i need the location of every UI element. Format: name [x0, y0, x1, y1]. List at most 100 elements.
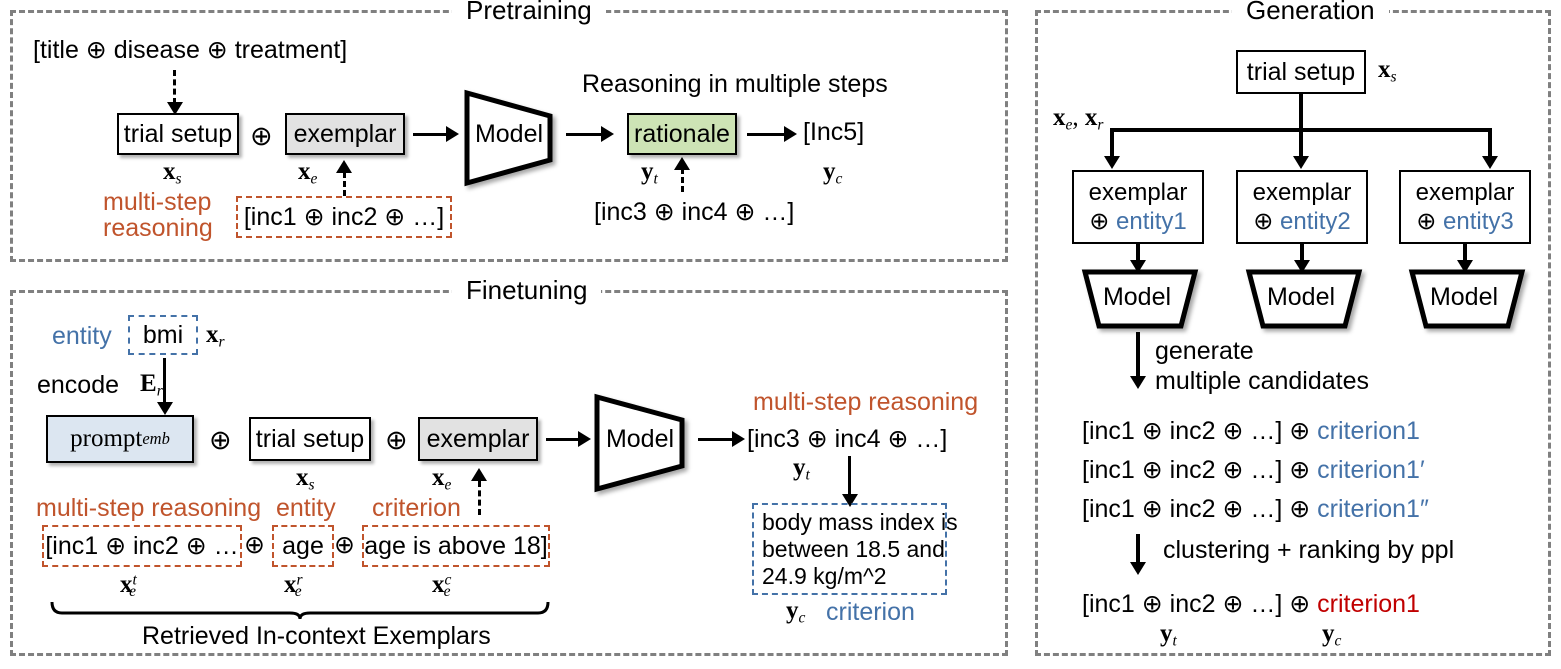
- generation-candidate-2-prefix: [inc1 ⊕ inc2 ⊕ …] ⊕: [1082, 456, 1318, 484]
- pretraining-trial-setup-box: trial setup: [117, 113, 239, 155]
- finetuning-output-symbol-c: yc: [786, 597, 806, 627]
- generation-exemplar-1-oplus: ⊕: [1089, 207, 1110, 235]
- generation-model-1: Model: [1077, 268, 1199, 329]
- finetuning-exemplar-dashed-line: [478, 481, 481, 515]
- finetuning-oplus-1: ⊕: [209, 425, 232, 455]
- pretraining-model: Model: [462, 88, 553, 187]
- finetuning-label-multistep: multi-step reasoning: [36, 494, 262, 522]
- generation-candidate-1-prefix: [inc1 ⊕ inc2 ⊕ …] ⊕: [1082, 417, 1318, 445]
- panel-pretraining-title: Pretraining: [452, 0, 606, 24]
- finetuning-brace-caption: Retrieved In-context Exemplars: [142, 622, 491, 650]
- generation-fanout-right: [1488, 128, 1492, 160]
- pretraining-exemplar-box: exemplar: [285, 113, 405, 155]
- finetuning-entity-label: entity: [52, 322, 112, 350]
- pretraining-input-text: [title ⊕ disease ⊕ treatment]: [33, 36, 348, 64]
- panel-generation-title: Generation: [1232, 0, 1389, 24]
- generation-candidate-3-prefix: [inc1 ⊕ inc2 ⊕ …] ⊕: [1082, 495, 1318, 523]
- generation-fanout-head-right: [1482, 156, 1498, 169]
- finetuning-segment-entity: age: [272, 525, 334, 567]
- generation-model-2-label: Model: [1266, 282, 1336, 311]
- finetuning-label-entity: entity: [276, 494, 336, 522]
- finetuning-output-incs: [inc3 ⊕ inc4 ⊕ …]: [747, 425, 948, 453]
- pretraining-rationale-dashed-line: [681, 168, 684, 192]
- pretraining-rationale-box: rationale: [627, 113, 737, 155]
- generation-final-symbol-c: yc: [1322, 620, 1342, 650]
- finetuning-encode-arrow-head: [157, 402, 173, 415]
- finetuning-arrow-model-out-head: [732, 431, 745, 447]
- generation-candidate-3: [inc1 ⊕ inc2 ⊕ …] ⊕ criterion1″: [1082, 495, 1429, 524]
- finetuning-model: Model: [592, 392, 685, 493]
- finetuning-criterion-line1: body mass index is: [762, 508, 958, 535]
- pretraining-multistep-label-line2: reasoning: [103, 214, 213, 242]
- generation-clustering-arrow-line: [1136, 534, 1140, 566]
- pretraining-rationale-dashed-head: [674, 157, 690, 170]
- generation-exemplar-1-label: exemplar: [1088, 178, 1188, 206]
- pretraining-arrow-model-rationale-head: [601, 126, 614, 142]
- generation-model-3-label: Model: [1429, 282, 1499, 311]
- finetuning-arrow-to-criterion-line: [848, 456, 851, 498]
- finetuning-multistep-top-label: multi-step reasoning: [753, 388, 979, 416]
- finetuning-output-symbol-t: yt: [793, 454, 810, 484]
- finetuning-label-criterion: criterion: [372, 494, 461, 522]
- generation-candidate-1-criterion: criterion1: [1317, 417, 1420, 445]
- finetuning-oplus-2: ⊕: [385, 425, 408, 455]
- generation-exemplar-box-3: exemplar ⊕ entity3: [1399, 170, 1531, 244]
- finetuning-encode-symbol: Er: [140, 370, 163, 400]
- pretraining-arrow-rationale-out-head: [784, 126, 797, 142]
- pretraining-exemplar-symbol: xe: [298, 158, 318, 188]
- finetuning-symbol-xet: xte: [120, 571, 137, 601]
- finetuning-model-label: Model: [605, 424, 675, 453]
- generation-trial-setup-box: trial setup: [1236, 50, 1366, 94]
- finetuning-encode-label: encode: [37, 371, 120, 399]
- generation-final-criterion: criterion1: [1317, 590, 1420, 618]
- pretraining-exemplar-dashed-line: [343, 172, 346, 196]
- finetuning-brace: [50, 600, 550, 620]
- finetuning-trial-setup-box: trial setup: [249, 417, 371, 461]
- generation-exemplar-2-entity: entity2: [1280, 207, 1351, 235]
- pretraining-oplus-1: ⊕: [250, 121, 273, 151]
- finetuning-exemplar-symbol: xe: [432, 464, 452, 494]
- finetuning-segment-incs: [inc1 ⊕ inc2 ⊕ …: [42, 525, 242, 567]
- generation-arrow-ex3-model: [1463, 244, 1467, 264]
- generation-fanout-head-left: [1104, 156, 1120, 169]
- pretraining-input-arrow-head: [167, 102, 183, 115]
- generation-generate-arrow-head: [1130, 376, 1146, 389]
- pretraining-output-symbol: yc: [823, 158, 843, 188]
- generation-exemplar-3-label: exemplar: [1415, 178, 1515, 206]
- generation-final-candidate: [inc1 ⊕ inc2 ⊕ …] ⊕ criterion1: [1082, 590, 1420, 619]
- finetuning-criterion-caption: criterion: [826, 598, 915, 626]
- generation-arrow-ex2-model: [1300, 244, 1304, 264]
- pretraining-arrow-rationale-out: [747, 133, 787, 136]
- generation-exemplar-box-2: exemplar ⊕ entity2: [1236, 170, 1368, 244]
- generation-fanout-mid: [1299, 128, 1303, 160]
- finetuning-prompt-emb-subscript: emb: [142, 429, 170, 448]
- pretraining-inc-under-rationale: [inc3 ⊕ inc4 ⊕ …]: [594, 198, 795, 226]
- generation-exemplar-2-label: exemplar: [1252, 178, 1352, 206]
- pretraining-arrow-model-rationale: [566, 133, 603, 136]
- finetuning-criterion-line3: 24.9 kg/m^2: [762, 562, 887, 589]
- generation-fanout-symbol: xe, xr: [1053, 104, 1104, 134]
- pretraining-inc-box: [inc1 ⊕ inc2 ⊕ …]: [236, 196, 452, 238]
- generation-candidate-1: [inc1 ⊕ inc2 ⊕ …] ⊕ criterion1: [1082, 417, 1420, 446]
- finetuning-exemplar-dashed-head: [471, 468, 487, 481]
- generation-generate-arrow-line: [1136, 332, 1140, 380]
- finetuning-oplus-4: ⊕: [334, 531, 355, 559]
- generation-clustering-label: clustering + ranking by ppl: [1163, 536, 1455, 564]
- pretraining-arrow-to-model-head: [446, 126, 459, 142]
- generation-model-1-label: Model: [1102, 282, 1172, 311]
- pretraining-exemplar-dashed-head: [336, 160, 352, 173]
- generation-generate-label-line1: generate: [1155, 337, 1254, 365]
- generation-arrow-ex1-model: [1136, 244, 1140, 264]
- generation-candidate-3-criterion: criterion1″: [1317, 495, 1429, 523]
- generation-final-prefix: [inc1 ⊕ inc2 ⊕ …] ⊕: [1082, 590, 1318, 618]
- pretraining-multistep-label-line1: multi-step: [103, 188, 212, 216]
- generation-fanout-left: [1110, 128, 1114, 160]
- finetuning-prompt-emb-label: prompt: [70, 425, 143, 452]
- finetuning-criterion-box: body mass index is between 18.5 and 24.9…: [752, 503, 958, 595]
- generation-fanout-stem: [1299, 94, 1303, 130]
- generation-fanout-head-mid: [1293, 156, 1309, 169]
- pretraining-trial-setup-symbol: xs: [163, 158, 182, 188]
- finetuning-trial-setup-symbol: xs: [296, 464, 315, 494]
- generation-exemplar-1-entity: entity1: [1116, 207, 1187, 235]
